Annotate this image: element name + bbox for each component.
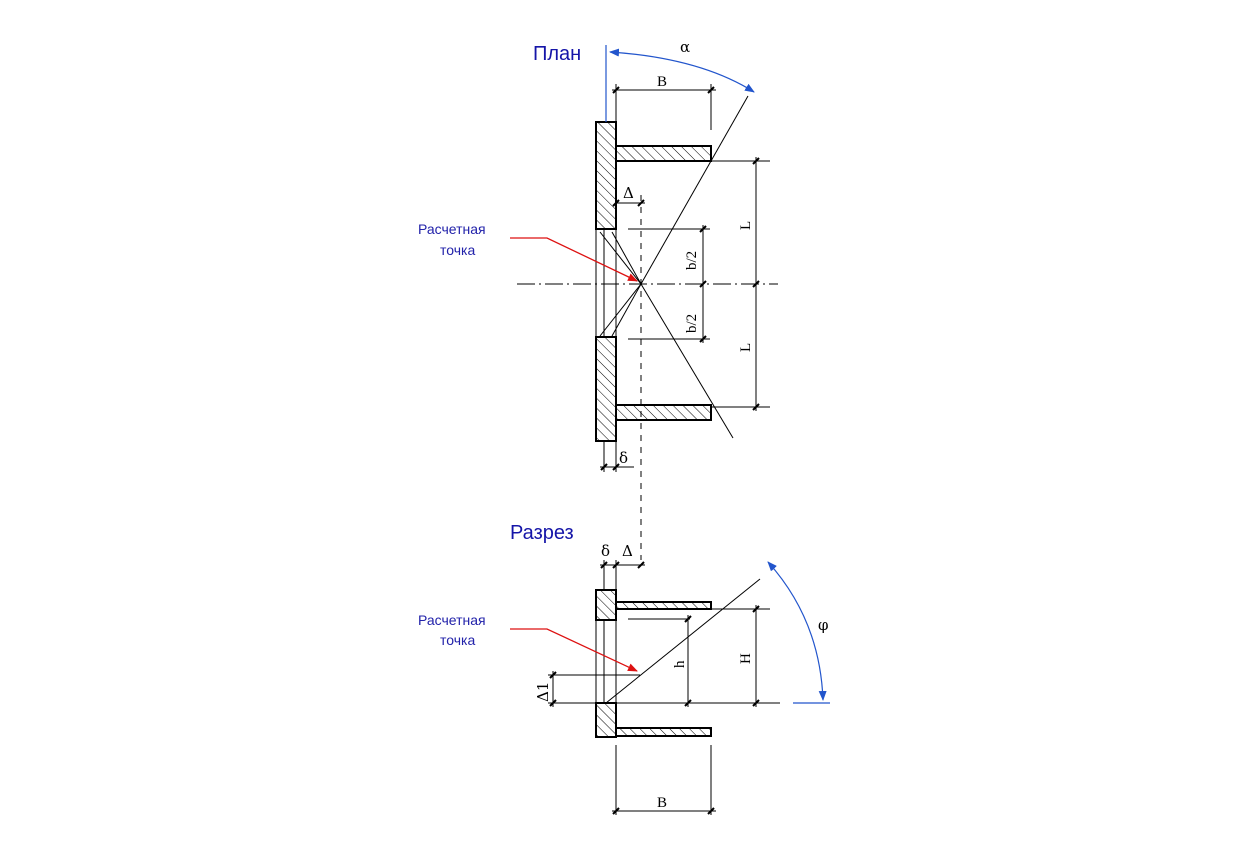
section-wall-lower — [595, 702, 617, 738]
section-view: Разрез δ Δ Δ1 h — [418, 522, 830, 815]
section-dimension-delta: Δ — [622, 542, 633, 560]
section-flange-lower — [615, 727, 712, 737]
plan-diagonal-long-1 — [640, 95, 749, 285]
plan-dimension-L-top: L — [738, 221, 754, 230]
plan-wall-lower — [595, 336, 617, 442]
alpha-arc — [609, 48, 755, 93]
plan-dimension-delta: Δ — [623, 184, 634, 202]
plan-dimension-B: B — [657, 74, 667, 90]
section-dimension-thickness: δ — [601, 542, 610, 560]
plan-dimension-thickness: δ — [619, 449, 628, 467]
section-wall-upper — [595, 589, 617, 621]
plan-dimension-L-bottom: L — [738, 343, 754, 352]
plan-calc-point-label-line1: Расчетная — [418, 221, 486, 237]
plan-flange-upper — [615, 145, 712, 162]
alpha-label: α — [680, 38, 690, 56]
section-dimension-B: B — [657, 795, 667, 811]
section-calc-point-label-line1: Расчетная — [418, 612, 486, 628]
plan-flange-lower — [615, 404, 712, 421]
section-dimension-H: H — [738, 653, 754, 664]
section-title: Разрез — [510, 522, 574, 544]
phi-arc — [767, 561, 827, 701]
section-calc-point-label-line2: точка — [440, 632, 475, 648]
plan-title: План — [533, 43, 581, 65]
plan-dimension-b-half-top: b/2 — [684, 251, 700, 270]
section-dimension-delta1: Δ1 — [534, 682, 552, 702]
section-diagonal — [605, 578, 761, 704]
section-dimension-h: h — [672, 660, 688, 668]
phi-label: φ — [818, 616, 829, 634]
plan-calc-point-leader — [510, 237, 638, 282]
section-flange-upper — [615, 601, 712, 610]
plan-wall-upper — [595, 121, 617, 230]
plan-view: План α B — [418, 38, 778, 560]
plan-dimension-b-half-bottom: b/2 — [684, 314, 700, 333]
section-calc-point-leader — [510, 628, 638, 672]
plan-calc-point-label-line2: точка — [440, 242, 475, 258]
